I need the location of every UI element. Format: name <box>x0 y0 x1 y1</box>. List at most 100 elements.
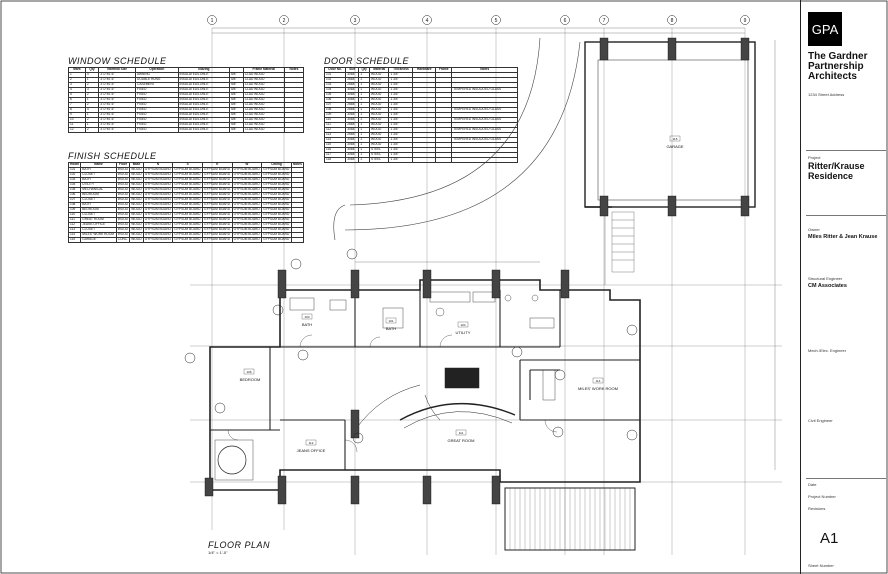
table-cell: GYPSUM BOARD <box>231 237 263 243</box>
firm-logo: GPA <box>808 12 842 46</box>
window-schedule-title: WINDOW SCHEDULE <box>68 56 167 66</box>
svg-text:111: 111 <box>459 431 464 435</box>
table-cell: 2 <box>84 127 100 133</box>
project-number-label: Project Number <box>808 494 836 499</box>
svg-text:6: 6 <box>564 18 567 24</box>
title-block <box>800 0 888 574</box>
table-cell: STEEL <box>369 157 390 163</box>
table-cell: 3068 <box>345 157 360 163</box>
svg-text:7: 7 <box>603 18 606 24</box>
plan-scale: 1/4" = 1'-0" <box>208 550 228 555</box>
grid-bubble: 9 <box>740 15 750 25</box>
table-cell: 1 3/4" <box>388 157 414 163</box>
finish-schedule-title: FINISH SCHEDULE <box>68 151 157 161</box>
grid-bubble: 7 <box>599 15 609 25</box>
table-cell <box>290 237 305 243</box>
svg-text:1: 1 <box>211 18 214 24</box>
table-cell: GYPSUM BOARD <box>172 237 203 243</box>
grid-bubble: 1 <box>207 15 217 25</box>
door-schedule-title: DOOR SCHEDULE <box>324 56 410 66</box>
grid-bubble: 5 <box>491 15 501 25</box>
mep-label: Mech./Elec. Engineer <box>808 348 847 353</box>
plan-title: FLOOR PLAN <box>208 540 271 550</box>
sheet-number-label: Sheet Number <box>808 563 834 568</box>
firm-address: 1234 Street Address <box>808 92 845 97</box>
svg-text:UTILITY: UTILITY <box>456 330 471 335</box>
table-cell: GYPSUM BOARD <box>202 237 233 243</box>
table-cell: 1 <box>358 157 371 163</box>
door-schedule-table: Door No. Size Qty Material Thickness Har… <box>323 67 518 163</box>
civil-label: Civil Engineer <box>808 418 833 423</box>
divider <box>806 478 886 479</box>
svg-text:103: 103 <box>304 315 309 319</box>
table-cell <box>435 157 453 163</box>
window-schedule-table: Mark Qty Nominal Size Operation Glazing … <box>68 67 305 133</box>
room-tag-bedroom: 106 BEDROOM <box>240 368 261 382</box>
svg-text:JEANS OFFICE: JEANS OFFICE <box>297 448 326 453</box>
svg-text:3: 3 <box>354 18 357 24</box>
svg-text:BATH: BATH <box>302 322 312 327</box>
svg-text:GREAT ROOM: GREAT ROOM <box>448 438 475 443</box>
svg-text:101: 101 <box>388 319 393 323</box>
owner-name: Miles Ritter & Jean Krause <box>808 234 878 240</box>
revisions-label: Revisions <box>808 506 826 511</box>
date-label: Date <box>808 482 817 487</box>
table-cell: WOOD <box>129 237 144 243</box>
table-cell: FIXED <box>135 127 179 133</box>
room-tag-bath-2: 101 BATH <box>386 317 396 331</box>
grid-bubble: 2 <box>279 15 289 25</box>
svg-text:4: 4 <box>426 18 429 24</box>
room-tag-great-room: 111 GREAT ROOM <box>448 429 475 443</box>
room-tag-jeans-office: 112 JEANS OFFICE <box>297 439 326 453</box>
dimension-lines <box>212 27 776 470</box>
table-cell: CLAD WOOD <box>242 127 285 133</box>
owner-label: Owner <box>808 227 820 232</box>
svg-text:GARAGE: GARAGE <box>666 144 683 149</box>
svg-text:112: 112 <box>309 441 314 445</box>
grid-bubble: 3 <box>350 15 360 25</box>
table-cell: 3'-0"x4'-6" <box>98 127 137 133</box>
divider <box>806 215 886 216</box>
svg-text:114: 114 <box>596 379 601 383</box>
table-cell: GARAGE <box>80 237 117 243</box>
table-cell: GYPSUM BOARD <box>261 237 292 243</box>
consultant-name: CM Associates <box>808 283 847 289</box>
table-cell <box>451 157 518 163</box>
consultant-label: Structural Engineer <box>808 276 843 281</box>
svg-text:8: 8 <box>671 18 674 24</box>
svg-text:BEDROOM: BEDROOM <box>240 377 261 382</box>
columns <box>204 37 750 505</box>
finish-schedule-table: Room Name Floor Base N S E W Ceiling Not… <box>67 162 305 243</box>
room-tag-miles-work-room: 114 MILES' WORK ROOM <box>578 377 618 391</box>
table-header-row: Mark Qty Nominal Size Operation Glazing … <box>68 67 305 73</box>
svg-text:115: 115 <box>673 137 678 141</box>
table-cell: 118 <box>323 157 347 163</box>
table-cell: GYPSUM BOARD <box>142 237 174 243</box>
table-cell <box>412 157 437 163</box>
svg-text:BATH: BATH <box>386 326 396 331</box>
room-tag-utility: 104 UTILITY <box>456 321 471 335</box>
svg-text:106: 106 <box>246 370 251 374</box>
grid-bubbles: 1 2 3 4 5 6 7 8 9 <box>207 15 750 25</box>
table-cell: 115 <box>67 237 82 243</box>
project-label: Project <box>808 155 821 160</box>
grid-bubble: 8 <box>667 15 677 25</box>
grid-bubble: 4 <box>422 15 432 25</box>
grid-bubble: 6 <box>560 15 570 25</box>
svg-text:5: 5 <box>495 18 498 24</box>
room-tag-garage: 115 GARAGE <box>666 135 684 149</box>
svg-text:MILES' WORK ROOM: MILES' WORK ROOM <box>578 386 618 391</box>
svg-text:2: 2 <box>283 18 286 24</box>
sheet-number: A1 <box>820 530 839 547</box>
firm-name: The Gardner Partnership Architects <box>808 51 868 82</box>
